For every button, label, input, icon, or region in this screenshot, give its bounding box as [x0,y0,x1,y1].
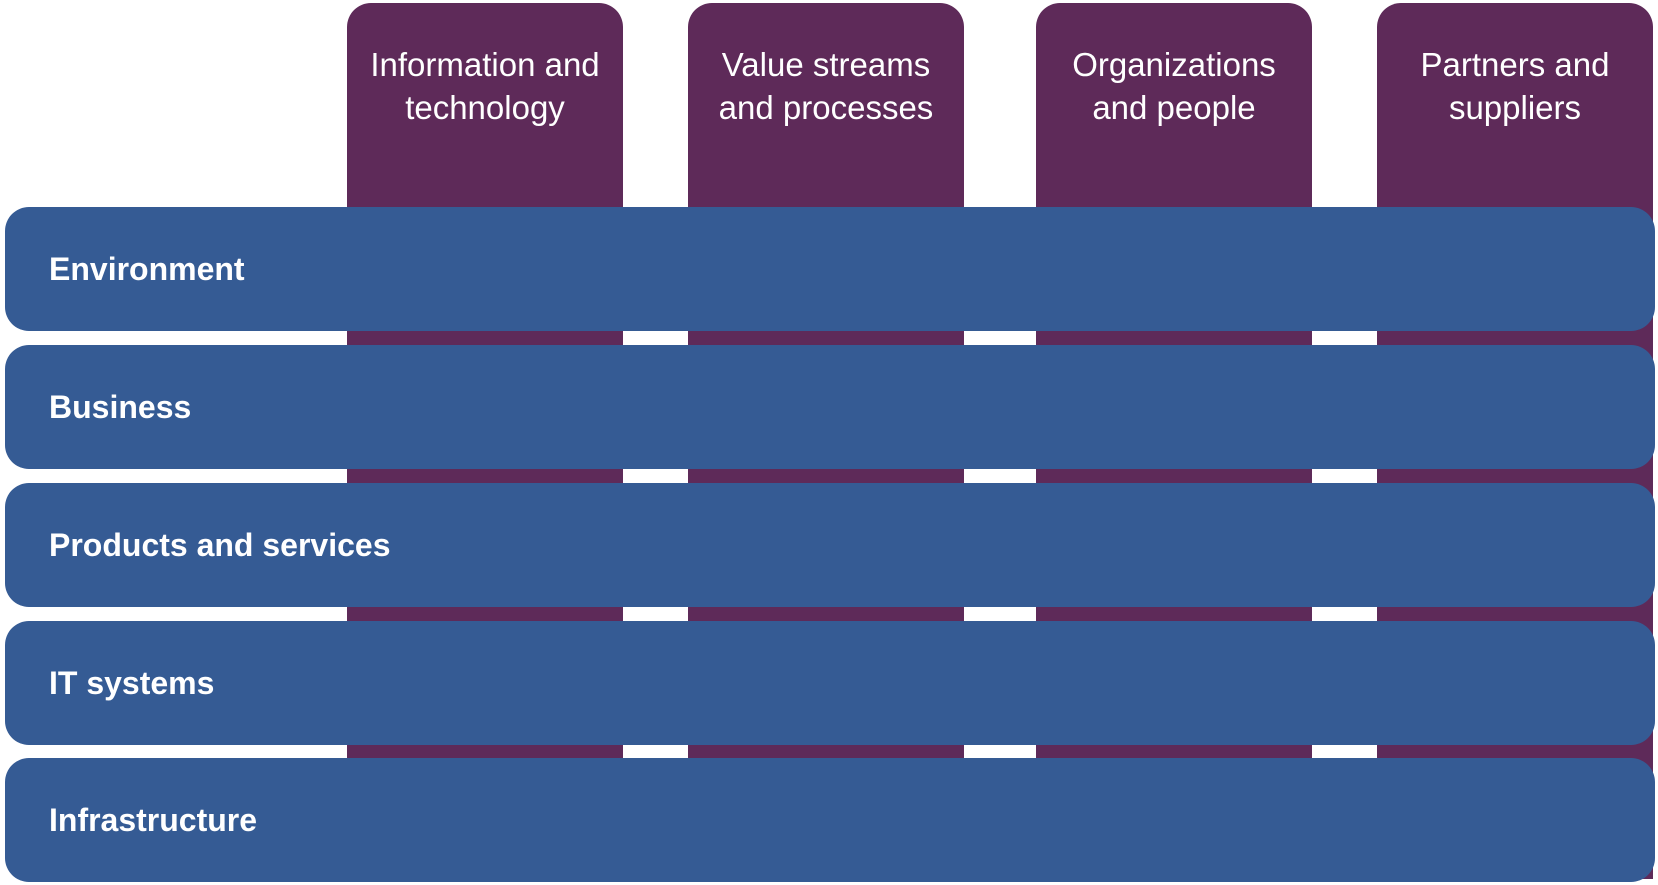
row-label: Environment [49,251,245,287]
column-label: Organizations and people [1072,46,1276,126]
row-products-and-services: Products and services [5,483,1655,607]
row-label: Products and services [49,527,391,563]
column-label: Value streams and processes [718,46,934,126]
row-infrastructure: Infrastructure [5,758,1655,882]
column-label: Partners and suppliers [1420,46,1610,126]
row-label: Infrastructure [49,802,258,838]
row-label: IT systems [49,665,215,701]
row-label: Business [49,389,192,425]
row-environment: Environment [5,207,1655,331]
column-label: Information and technology [370,46,600,126]
row-it-systems: IT systems [5,621,1655,745]
row-business: Business [5,345,1655,469]
